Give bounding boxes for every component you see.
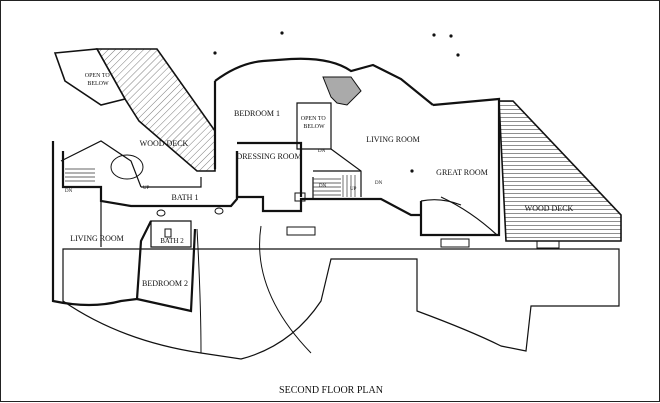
bedroom-2-label: BEDROOM 2	[142, 279, 188, 288]
toilet-1	[156, 209, 166, 217]
great-room-label: GREAT ROOM	[436, 168, 488, 177]
wood-deck-left-label: WOOD DECK	[140, 139, 189, 148]
living-room-left-label: LIVING ROOM	[70, 234, 124, 243]
stair-dn-1: DN	[65, 189, 73, 194]
svg-text:OPEN TO BELOW: OPEN TO BELOW	[301, 116, 327, 130]
stair-dn-2: DN	[318, 149, 326, 154]
stair-up-1: UP	[143, 186, 150, 191]
open-to-below-right-label-2: BELOW	[303, 124, 325, 130]
svg-text:OPEN TO BELOW: OPEN TO BELOW	[85, 73, 111, 87]
terrace-curve-2	[196, 228, 202, 354]
wood-deck-right	[498, 100, 622, 242]
terrace-curve	[259, 225, 312, 354]
stair-dn-4: DN	[375, 181, 383, 186]
stairs	[65, 168, 356, 197]
open-to-below-left-label-1: OPEN TO	[85, 73, 111, 79]
wood-deck-right-label: WOOD DECK	[525, 204, 574, 213]
toilet-2	[214, 207, 224, 215]
tub	[110, 154, 144, 180]
interior-walls	[60, 102, 498, 248]
open-to-below-right-label-1: OPEN TO	[301, 116, 327, 122]
bath2-fixture	[164, 228, 172, 238]
open-to-below-left-label-2: BELOW	[87, 81, 109, 87]
open-to-below-left	[53, 48, 127, 106]
window-boxes	[286, 192, 560, 249]
bath-1-label: BATH 1	[172, 193, 199, 202]
bath-2-label: BATH 2	[160, 237, 184, 245]
column-dots	[213, 31, 460, 173]
exterior-walls	[51, 57, 501, 313]
fireplace	[322, 76, 362, 106]
living-room-main-label: LIVING ROOM	[366, 135, 420, 144]
plan-title: SECOND FLOOR PLAN	[279, 385, 383, 396]
lower-terrace-outline	[62, 248, 620, 360]
wood-deck-left	[95, 48, 216, 172]
stair-dn-3: DN	[319, 184, 327, 189]
bedroom-1-label: BEDROOM 1	[234, 109, 280, 118]
stair-up-2: UP	[350, 187, 357, 192]
dressing-room-label: DRESSING ROOM	[236, 152, 301, 161]
